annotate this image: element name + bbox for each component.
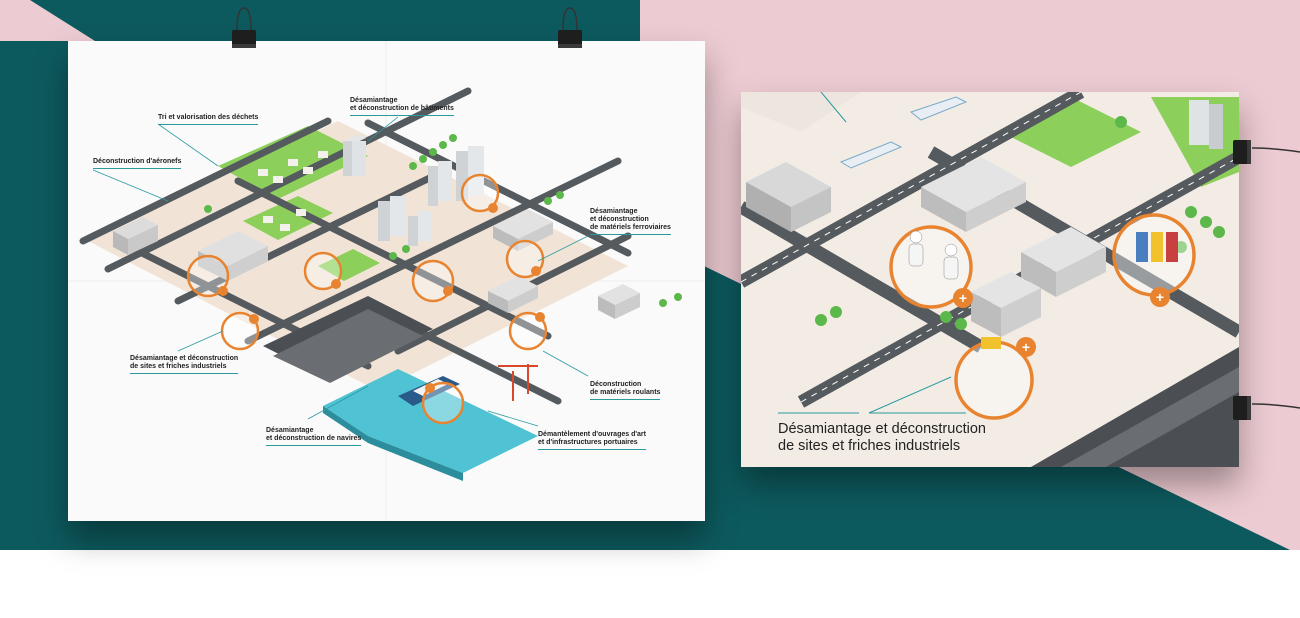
label-underline	[93, 168, 182, 169]
binder-clip-icon	[232, 7, 256, 48]
poster-left: Tri et valorisation des déchets Désamian…	[68, 41, 705, 521]
zoom-trees	[815, 116, 1225, 330]
excavator	[981, 337, 1001, 349]
port-water	[323, 369, 538, 473]
binder-clip-icon	[558, 7, 582, 48]
label-underline	[590, 234, 671, 235]
label-roulants: Déconstruction de matériels roulants	[590, 381, 661, 400]
label-underline	[590, 399, 661, 400]
crane	[498, 364, 538, 401]
label-desam-batiments: Désamiantage et déconstruction de bâtime…	[350, 97, 454, 116]
marker-sites	[220, 311, 260, 351]
label-ferroviaires: Désamiantage et déconstruction de matéri…	[590, 208, 671, 235]
plus-marker-icon: +	[1022, 339, 1030, 355]
airplanes	[839, 96, 968, 169]
label-sites-friches: Désamiantage et déconstruction de sites …	[130, 355, 239, 374]
trees	[204, 134, 682, 307]
label-tri: Tri et valorisation des déchets	[158, 114, 259, 125]
zoom-marker-demolition: +	[954, 337, 1036, 420]
label-navires: Désamiantage et déconstruction de navire…	[266, 427, 362, 446]
workers	[908, 230, 1178, 280]
marker-tri	[303, 251, 343, 291]
leader-lines	[92, 116, 589, 427]
plus-marker-icon: +	[959, 290, 967, 306]
label-underline	[130, 373, 239, 374]
zoom-highway	[1031, 347, 1239, 467]
binder-clip-icon	[1233, 396, 1300, 420]
marker-navires	[421, 381, 465, 425]
label-ouvrages: Démantèlement d'ouvrages d'art et d'infr…	[538, 431, 646, 450]
plus-marker-icon: +	[1156, 289, 1164, 305]
poster-right-title: Désamiantage et déconstruction de sites …	[778, 421, 986, 454]
zoom-leader-lines	[778, 92, 966, 414]
highlight-markers	[186, 173, 548, 425]
label-underline	[158, 124, 259, 125]
zoomed-city-detail: + + +	[741, 92, 1239, 467]
binder-clip-icon	[1233, 140, 1300, 164]
marker-desam-bat	[460, 173, 500, 213]
buildings	[113, 134, 640, 319]
marker-usine	[411, 259, 455, 303]
marker-ferro	[505, 239, 545, 279]
label-aeronefs: Déconstruction d'aéronefs	[93, 158, 182, 169]
marker-roulants	[508, 311, 548, 351]
label-underline	[538, 449, 646, 450]
label-underline	[266, 445, 362, 446]
isometric-city-map	[68, 41, 705, 521]
poster-right: + + +	[741, 92, 1239, 467]
marker-aeronefs	[186, 254, 230, 298]
label-underline	[350, 115, 454, 116]
